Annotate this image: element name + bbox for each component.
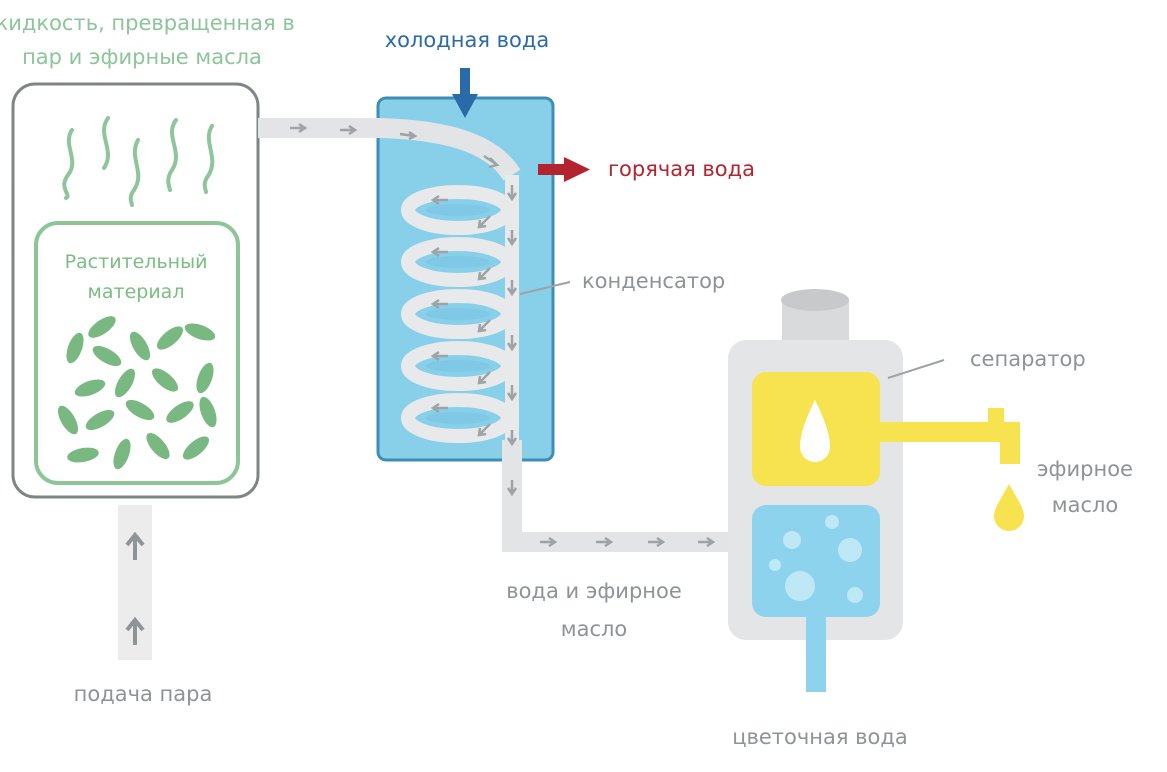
steam-supply-pipe: [118, 505, 152, 660]
separator-label: сепаратор: [970, 347, 1086, 371]
hot-water-label: горячая вода: [608, 157, 756, 181]
plant-material-label-line-2: материал: [87, 281, 185, 303]
essential-oil-label-line-1: эфирное: [1037, 457, 1133, 481]
essential-oil-label-line-2: масло: [1051, 493, 1119, 517]
condenser-label: конденсатор: [582, 269, 726, 293]
cold-water-label: холодная вода: [384, 28, 550, 52]
condenser-coil: [401, 175, 519, 535]
vapor-waves-icon: [62, 116, 215, 207]
water-and-oil-label-line-2: масло: [560, 617, 628, 641]
hot-water-arrow-icon: [538, 157, 590, 182]
vapor-label-line-1: жидкость, превращенная в: [0, 11, 295, 35]
separator-unit: [728, 289, 1020, 692]
steam-supply-label: подача пара: [73, 682, 213, 706]
essential-oil-drop-icon: [994, 484, 1024, 531]
vapor-label-line-2: пар и эфирные масла: [22, 45, 262, 69]
condenser-pointer-line: [519, 281, 571, 295]
leaves-icon: [57, 316, 217, 470]
flow-arrows: [290, 122, 716, 548]
coil-inner: [426, 204, 490, 424]
plant-material-label-line-1: Растительный: [64, 251, 208, 273]
cold-water-arrow-icon: [452, 68, 478, 118]
vapor-pipe: [258, 118, 521, 181]
water-and-oil-label-line-1: вода и эфирное: [506, 579, 682, 603]
separator-pointer-line: [887, 359, 945, 379]
floral-water-label: цветочная вода: [732, 725, 908, 749]
